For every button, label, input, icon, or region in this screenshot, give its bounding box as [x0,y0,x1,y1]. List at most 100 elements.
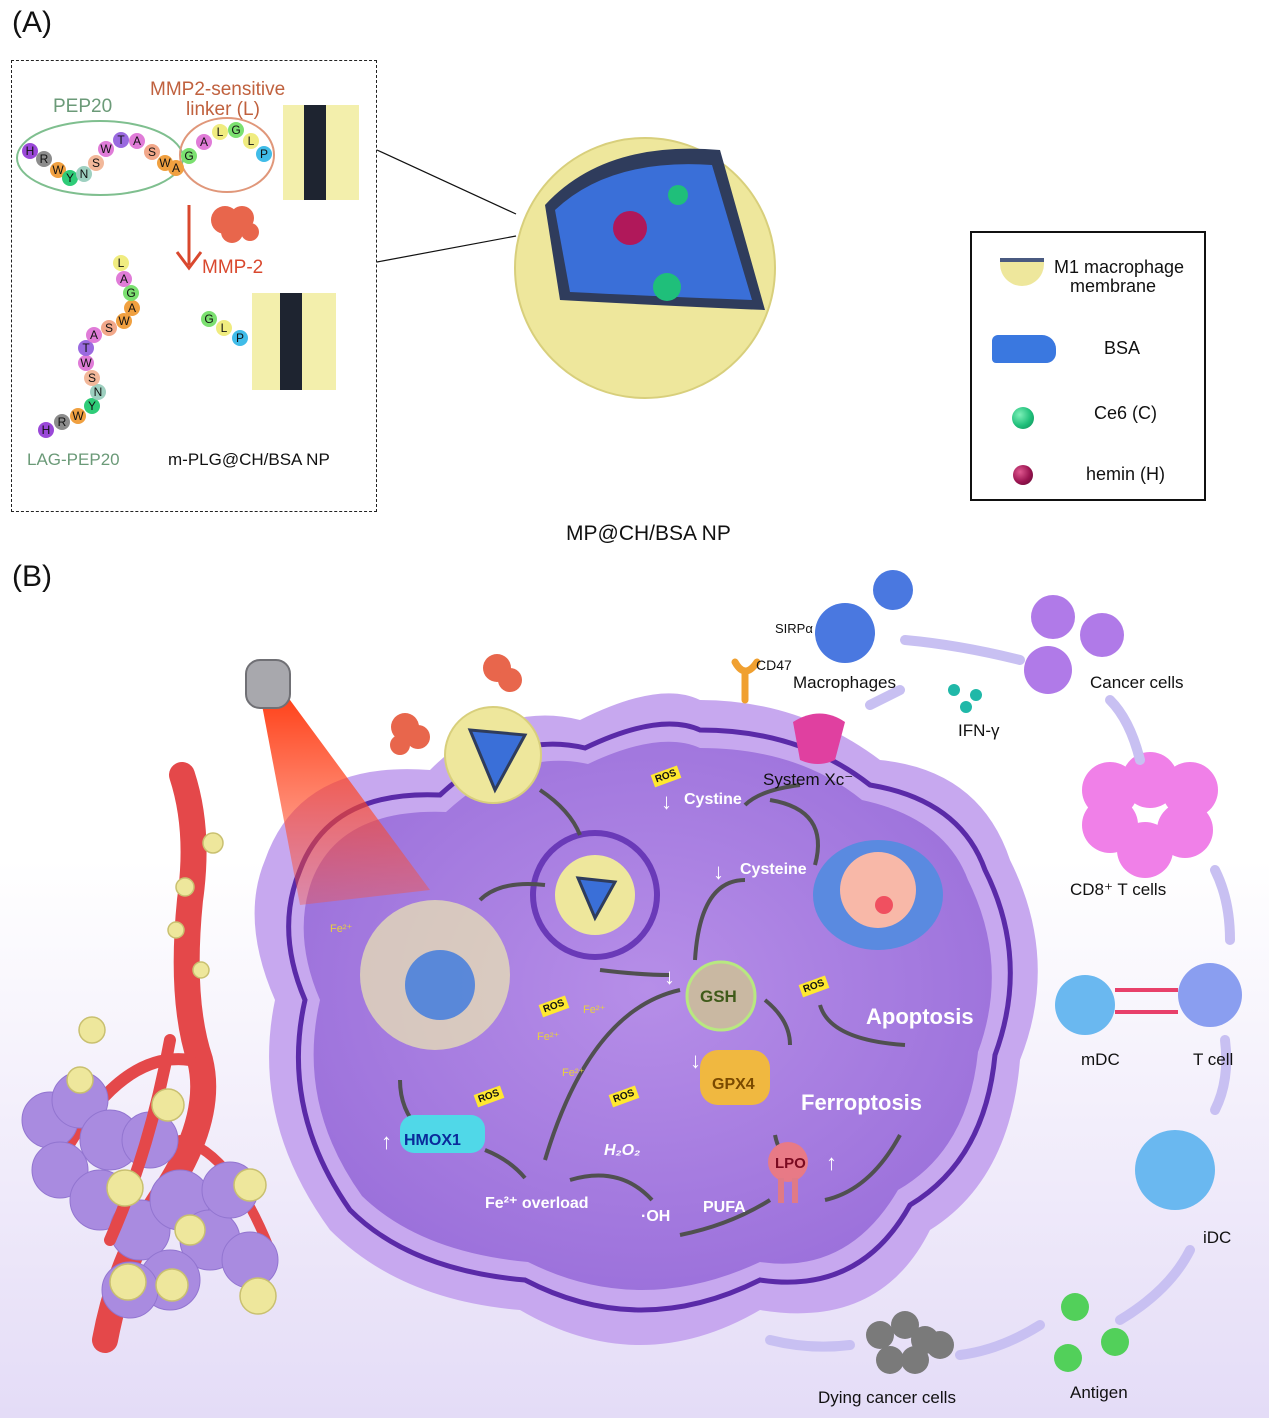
amino-acid-bead: L [243,133,259,149]
lag-pep20-label: LAG-PEP20 [27,450,120,469]
legend-label: membrane [1070,276,1157,296]
hemin-sphere [613,211,647,245]
hemin-sphere-icon [1013,465,1033,485]
amino-acid-bead: Y [62,170,78,186]
gpx4-down-arrow: ↓ [690,1048,701,1073]
system-xc-transporter [793,713,845,764]
dying-cancer-cells-label: Dying cancer cells [818,1388,956,1407]
fe-ion-bubble: Fe²⁺ [330,923,353,935]
amino-acid-bead: G [201,311,217,327]
cd8-t-cell-icons [1082,752,1218,878]
gpx4-label: GPX4 [712,1076,755,1093]
fe-ion-bubble: Fe²⁺ [537,1031,560,1043]
fe-ion-bubble: Fe²⁺ [562,1067,585,1079]
lpo-up-arrow: ↑ [826,1150,837,1175]
ce6-sphere [653,273,681,301]
amino-acid-bead: A [196,134,212,150]
h2o2-label: H₂O₂ [604,1142,641,1159]
cysteine-label: Cysteine [740,861,807,878]
legend-label: hemin (H) [1086,464,1166,484]
cystine-label: Cystine [684,791,742,808]
amino-acid-bead: H [38,422,54,438]
legend-label: Ce6 (C) [1094,403,1158,423]
hmox1-label: HMOX1 [404,1132,461,1149]
apoptosis-label: Apoptosis [866,1004,974,1029]
hmox1-icon [400,1115,485,1153]
amino-acid-bead: G [181,148,197,164]
amino-acid-bead: A [129,133,145,149]
mmp2-label: MMP-2 [202,257,264,278]
lpo-icon [768,1142,808,1182]
nanoparticle-label: MP@CH/BSA NP [566,522,731,545]
amino-acid-bead: G [123,285,139,301]
system-xc-label: System Xc⁻ [763,770,854,789]
cd47-receptor [731,658,761,704]
ce6-sphere [668,185,688,205]
amino-acid-bead: S [84,370,100,386]
amino-acid-bead: T [78,340,94,356]
laser-device-icon [245,659,291,709]
amino-acid-bead: L [216,320,232,336]
lpo-label: LPO [775,1155,806,1172]
macrophages-label: Macrophages [793,673,897,692]
amino-acid-bead: N [90,384,106,400]
fe-overload-label: Fe²⁺ overload [485,1195,589,1212]
fe-ion-bubble: Fe²⁺ [583,1004,606,1016]
nanoparticle-icons [66,832,277,1315]
panel-b-label: (B) [12,560,52,593]
mp-ch-bsa-nanoparticle [514,137,776,399]
amino-acid-bead: G [228,122,244,138]
endosome [530,830,660,960]
mdc-icon [1055,975,1115,1035]
ce6-sphere-icon [1012,407,1034,429]
immune-cycle-arrows [765,635,1235,1360]
amino-acid-bead: H [22,143,38,159]
hydroxyl-radical-label: ·OH [641,1208,671,1225]
amino-acid-bead: S [144,144,160,160]
amino-acid-bead: L [212,124,228,140]
cancer-cell-icons [1024,595,1124,694]
cysteine-down-arrow: ↓ [713,859,724,884]
amino-acid-bead: W [116,313,132,329]
amino-acid-bead: P [256,146,272,162]
amino-acid-bead: W [70,408,86,424]
t-cell-icon [1178,963,1242,1027]
dying-cancer-cell-icons [866,1311,954,1374]
amino-acid-bead: T [113,132,129,148]
amino-acid-bead: Y [84,398,100,414]
gsh-down-arrow: ↓ [664,964,675,989]
gsh-icon [685,960,757,1032]
cd47-label: CD47 [756,657,792,673]
linker-label-line1: MMP2-sensitive [150,79,286,100]
ifn-gamma-icon [948,684,982,713]
t-cell-label: T cell [1193,1050,1234,1069]
idc-label: iDC [1203,1228,1232,1247]
amino-acid-bead: A [124,300,140,316]
legend-label: M1 macrophage [1054,257,1185,277]
hmox1-up-arrow: ↑ [381,1129,392,1154]
cancer-cells-label: Cancer cells [1090,673,1184,692]
amino-acid-bead: S [101,320,117,336]
bsa-protein-icon [992,335,1056,363]
ifn-gamma-label: IFN-γ [958,721,1000,740]
legend-label: BSA [1104,338,1141,358]
mdc-label: mDC [1081,1050,1120,1069]
laser-beam [262,700,430,905]
peptide-cleavage-box [11,60,377,512]
pufa-label: PUFA [703,1199,746,1216]
pathway-arrows [398,783,906,1237]
cystine-down-arrow: ↓ [661,789,672,814]
sirpa-label: SIRPα [775,621,813,636]
amino-acid-bead: N [76,166,92,182]
amino-acid-bead: R [36,151,52,167]
amino-acid-bead: R [54,414,70,430]
macrophage-icons [815,570,913,663]
idc-icon [1135,1130,1215,1210]
amino-acid-bead: A [168,160,184,176]
ferroptosis-label: Ferroptosis [801,1090,923,1115]
antigen-icons [1054,1293,1129,1372]
gsh-label: GSH [700,987,737,1006]
amino-acid-bead: A [116,271,132,287]
